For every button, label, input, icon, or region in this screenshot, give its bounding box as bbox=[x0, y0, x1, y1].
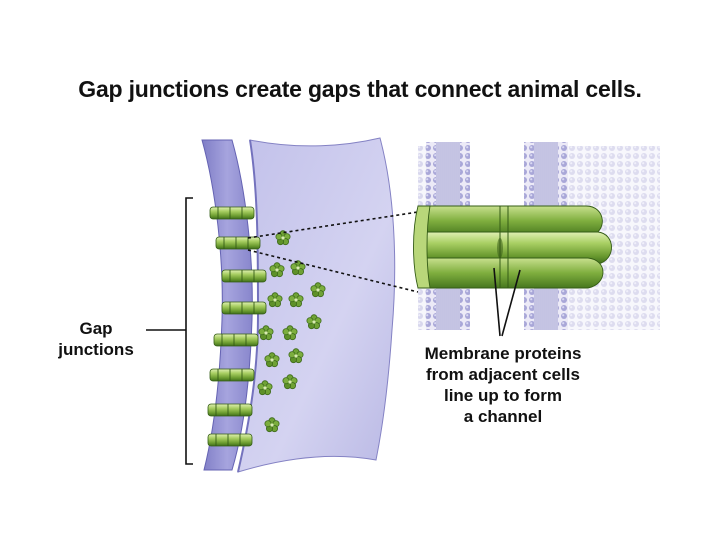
membrane-label-line-4: a channel bbox=[463, 407, 543, 426]
page-title: Gap junctions create gaps that connect a… bbox=[78, 76, 642, 102]
membrane-label-line-3: line up to form bbox=[443, 386, 563, 405]
sheet-edge-highlight bbox=[237, 139, 260, 473]
membrane-illustration bbox=[201, 137, 396, 473]
membrane-proteins-label: Membrane proteins from adjacent cells li… bbox=[388, 343, 618, 427]
gap-junction-bracket bbox=[146, 197, 193, 465]
channel-front-tube bbox=[417, 257, 604, 289]
channel-back-tube bbox=[417, 205, 603, 237]
gap-junctions-label-line-1: Gap bbox=[79, 319, 113, 338]
channel-proteins bbox=[413, 205, 612, 289]
gap-junctions-label: Gap junctions bbox=[40, 318, 152, 360]
membrane-label-line-1: Membrane proteins bbox=[424, 344, 582, 363]
channel-left-cap bbox=[413, 205, 431, 289]
gap-junctions-label-line-2: junctions bbox=[58, 340, 134, 359]
membrane-label-line-2: from adjacent cells bbox=[425, 365, 580, 384]
channel-closeup bbox=[413, 142, 660, 337]
zoom-lines bbox=[247, 211, 419, 293]
